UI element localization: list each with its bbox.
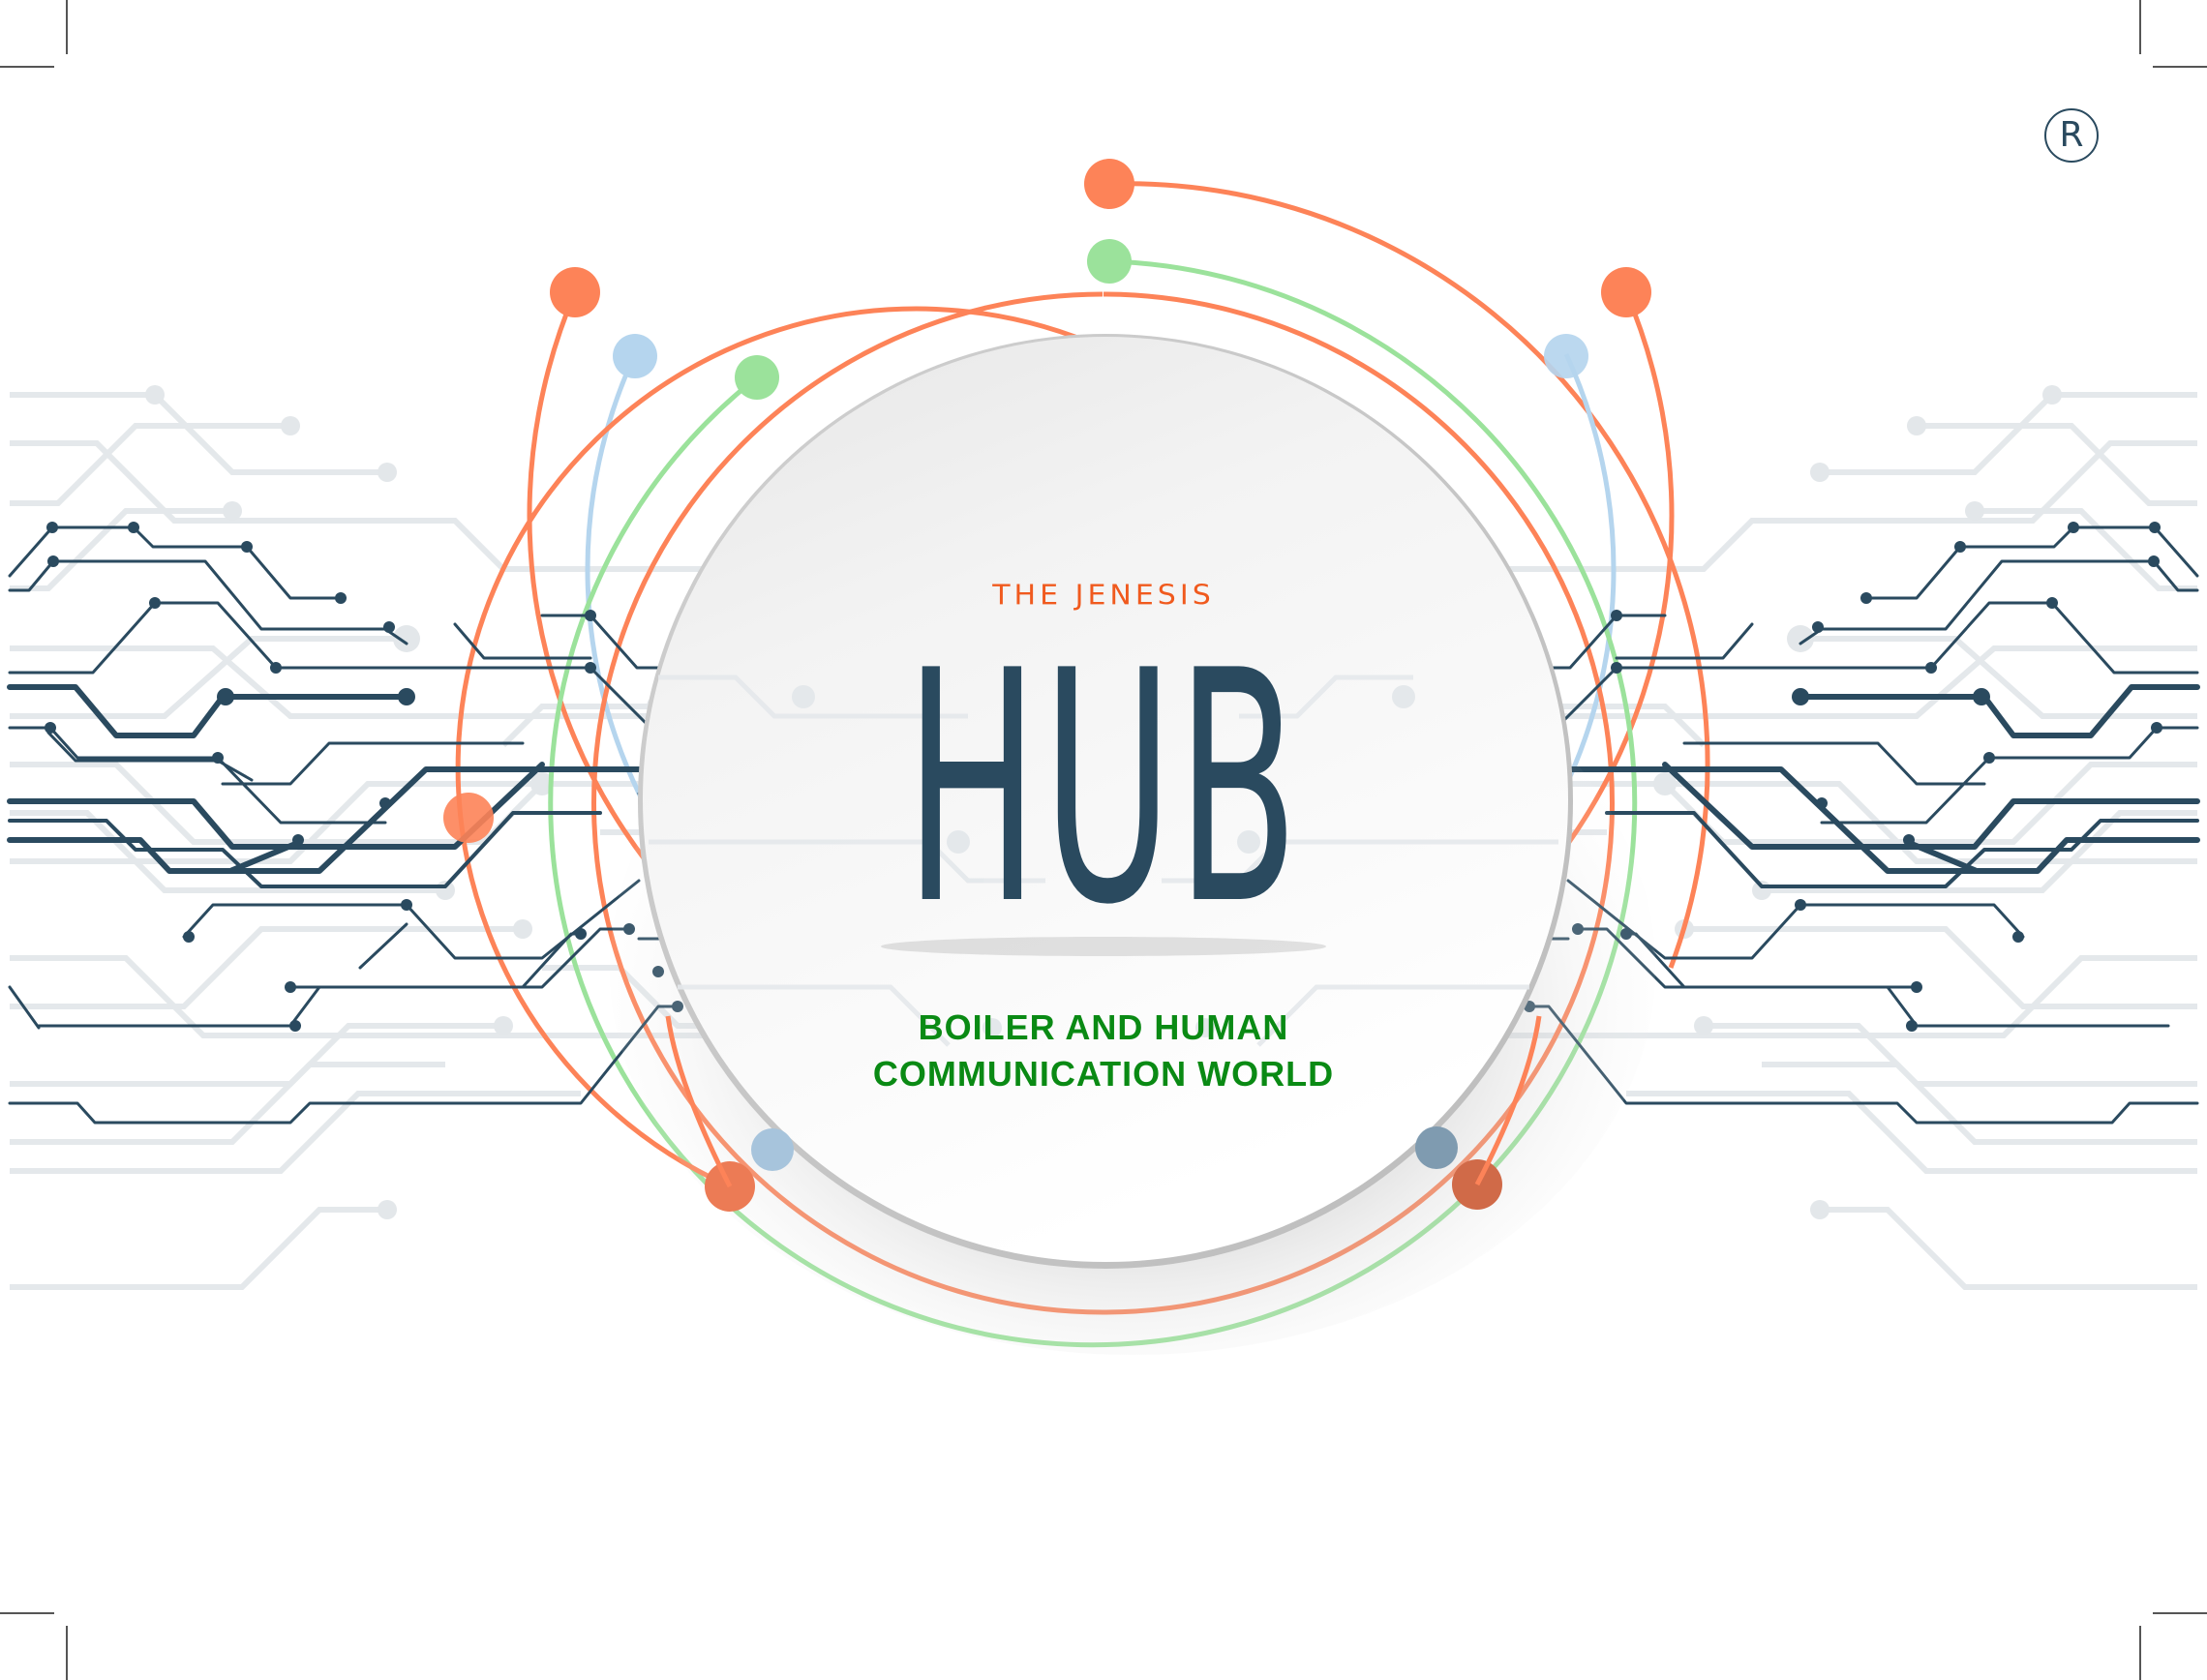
dot-right-blue — [1544, 334, 1588, 378]
dot-top-green — [1087, 239, 1132, 284]
dark-circuit-traces-right — [1392, 525, 2200, 1125]
dot-mid-left-orange — [443, 793, 494, 843]
dot-left-blue — [613, 334, 657, 378]
title-shadow — [881, 937, 1326, 956]
disc-faint-traces — [649, 675, 1558, 1047]
dot-left-green — [735, 355, 779, 400]
dot-right-orange — [1601, 267, 1651, 317]
central-disc — [643, 337, 1568, 1262]
dot-bottom-left-blue — [751, 1128, 794, 1171]
dot-top-orange — [1084, 159, 1134, 209]
dot-bottom-right-blue — [1415, 1126, 1458, 1169]
background-circuit-traces — [10, 392, 2197, 1290]
dot-left-orange — [550, 267, 600, 317]
